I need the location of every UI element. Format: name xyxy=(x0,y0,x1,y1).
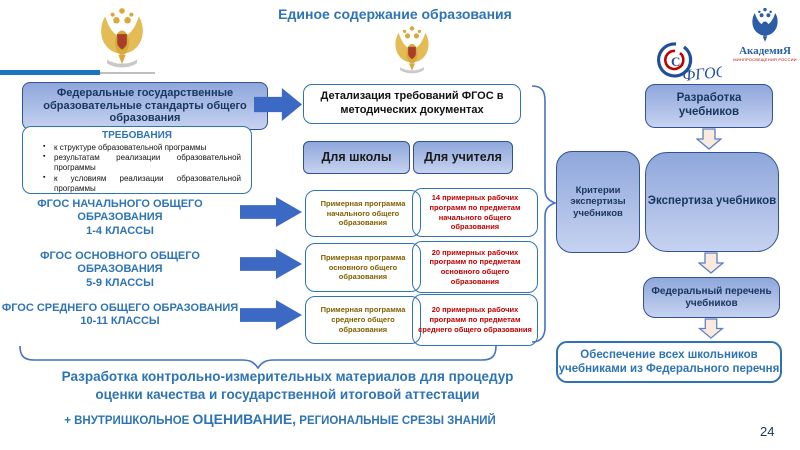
for-teacher-box: Для учителя xyxy=(413,141,513,174)
provision-box: Обеспечение всех школьников учебниками и… xyxy=(556,341,782,383)
expertise-box: Экспертиза учебников xyxy=(645,152,779,252)
fgos-logo-label: ФГОС xyxy=(682,63,722,85)
development-box: Разработка учебников xyxy=(645,84,773,128)
criteria-box: Критерии экспертизы учебников xyxy=(556,151,640,253)
kim-text: Разработка контрольно-измерительных мате… xyxy=(61,369,514,403)
for-school-box: Для школы xyxy=(303,141,410,174)
academy-logo-label: АкадемиЯ xyxy=(739,45,791,57)
requirements-title: ТРЕБОВАНИЯ xyxy=(102,130,172,141)
vertical-brace-icon xyxy=(524,84,558,344)
divider-line xyxy=(100,72,155,74)
fgos-level-basic: ФГОС ОСНОВНОГО ОБЩЕГО ОБРАЗОВАНИЯ 5-9 КЛ… xyxy=(40,250,200,289)
requirements-box: ТРЕБОВАНИЯ к структуре образовательной п… xyxy=(22,126,252,194)
fgos-level-secondary: ФГОС СРЕДНЕГО ОБЩЕГО ОБРАЗОВАНИЯ 10-11 К… xyxy=(1,302,239,328)
ministry-emblem-center-icon xyxy=(386,24,438,76)
page-number: 24 xyxy=(760,424,775,439)
svg-text:С: С xyxy=(671,54,680,69)
requirement-item: к структуре образовательной программы xyxy=(43,143,241,153)
ministry-emblem-icon xyxy=(94,4,150,72)
arrow-secondary-icon xyxy=(240,300,302,330)
program-school-primary: Примерная программа начального общего об… xyxy=(305,190,421,237)
bottom-brace-icon xyxy=(16,344,500,370)
academy-logo-sublabel: МИНПРОСВЕЩЕНИЯ РОССИИ xyxy=(733,57,797,62)
program-school-basic: Примерная программа основного общего обр… xyxy=(305,243,421,292)
assessment-text: + ВНУТРИШКОЛЬНОЕ ОЦЕНИВАНИЕ, РЕГИОНАЛЬНЫ… xyxy=(64,411,496,427)
arrow-down-3-icon xyxy=(698,318,724,339)
program-teacher-primary: 14 примерных рабочих программ по предмет… xyxy=(412,188,538,237)
arrow-down-1-icon xyxy=(696,128,722,150)
fgos-detail-box: Детализация требований ФГОС в методическ… xyxy=(303,84,521,124)
requirement-item: результатам реализации образовательной п… xyxy=(43,153,241,173)
arrow-down-2-icon xyxy=(698,252,724,274)
arrow-primary-icon xyxy=(240,197,302,227)
fgos-logo-icon: С ФГОС xyxy=(650,40,722,85)
arrow-basic-icon xyxy=(240,249,302,279)
federal-list-box: Федеральный перечень учебников xyxy=(643,277,780,318)
academy-eagle-icon xyxy=(752,7,778,42)
fgos-level-primary: ФГОС НАЧАЛЬНОГО ОБЩЕГО ОБРАЗОВАНИЯ 1-4 К… xyxy=(37,198,203,237)
program-teacher-secondary: 20 примерных рабочих программ по предмет… xyxy=(412,294,538,346)
accent-bar xyxy=(0,70,100,75)
requirement-item: к условиям реализации образовательной пр… xyxy=(43,174,241,194)
program-teacher-basic: 20 примерных рабочих программ по предмет… xyxy=(412,241,538,293)
page-title: Единое содержание образования xyxy=(278,6,512,22)
program-school-secondary: Примерная программа среднего общего обра… xyxy=(305,296,421,344)
academy-logo: АкадемиЯ МИНПРОСВЕЩЕНИЯ РОССИИ xyxy=(733,6,797,70)
fgos-standards-header-box: Федеральные государственные образователь… xyxy=(22,82,268,130)
